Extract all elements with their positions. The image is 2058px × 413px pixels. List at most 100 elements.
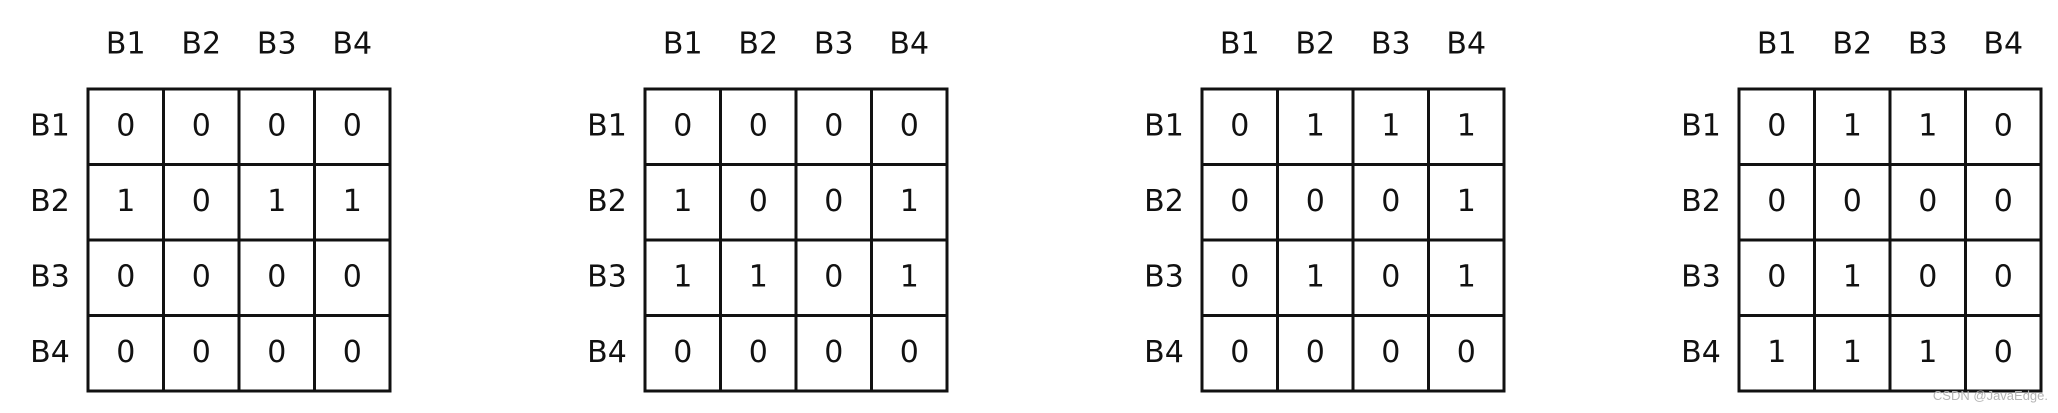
- matrix-cell-value: 0: [900, 108, 919, 143]
- column-header: B4: [1446, 27, 1486, 62]
- row-header: B2: [587, 184, 627, 219]
- matrix-cell-value: 0: [192, 259, 211, 294]
- matrix-cell-value: 0: [1381, 335, 1400, 370]
- matrix-cell-value: 1: [1843, 108, 1862, 143]
- column-header: B3: [1371, 27, 1411, 62]
- matrix-cell-value: 0: [267, 108, 286, 143]
- matrix-cell-value: 1: [116, 184, 135, 219]
- matrix-cell-value: 0: [267, 259, 286, 294]
- column-header: B3: [814, 27, 854, 62]
- matrix-cell-value: 0: [824, 335, 843, 370]
- matrix-cell-value: 1: [900, 259, 919, 294]
- row-header: B4: [587, 335, 627, 370]
- row-header: B4: [1144, 335, 1184, 370]
- matrix-cell-value: 0: [1230, 184, 1249, 219]
- matrix-cell-value: 0: [673, 108, 692, 143]
- matrix-cell-border: [870, 314, 949, 393]
- column-header: B3: [257, 27, 297, 62]
- matrix-cell-value: 0: [1918, 259, 1937, 294]
- matrix-cell-value: 1: [1381, 108, 1400, 143]
- matrix-cell-value: 0: [1306, 335, 1325, 370]
- matrix-cell-value: 0: [900, 335, 919, 370]
- matrix-cell-value: 0: [1230, 259, 1249, 294]
- column-header: B2: [1832, 27, 1872, 62]
- matrix-cell-value: 0: [1230, 108, 1249, 143]
- row-header: B1: [587, 108, 627, 143]
- row-header: B2: [30, 184, 70, 219]
- matrix-cell-value: 0: [192, 335, 211, 370]
- matrix-cell-value: 0: [343, 108, 362, 143]
- matrix-cell-value: 0: [1994, 259, 2013, 294]
- column-header: B1: [1757, 27, 1797, 62]
- matrix-cell-value: 1: [1918, 108, 1937, 143]
- row-header: B3: [1144, 259, 1184, 294]
- matrix-cell-value: 0: [343, 335, 362, 370]
- matrix-cell-value: 1: [673, 259, 692, 294]
- matrix-cell-border: [1427, 314, 1506, 393]
- matrix-cell-value: 0: [1457, 335, 1476, 370]
- matrix-cell-value: 0: [824, 259, 843, 294]
- row-header: B4: [30, 335, 70, 370]
- column-header: B4: [332, 27, 372, 62]
- matrix-cell-value: 0: [1843, 184, 1862, 219]
- matrix-cell-value: 0: [1994, 108, 2013, 143]
- matrix-cell-value: 0: [1306, 184, 1325, 219]
- matrix-cell-value: 0: [267, 335, 286, 370]
- row-header: B3: [30, 259, 70, 294]
- row-header: B2: [1681, 184, 1721, 219]
- matrix-cell-value: 1: [343, 184, 362, 219]
- column-header: B2: [181, 27, 221, 62]
- matrix-cell-value: 0: [824, 184, 843, 219]
- matrix-cell-value: 1: [1457, 259, 1476, 294]
- matrix-cell-border: [313, 314, 392, 393]
- matrix-cell-border: [1964, 314, 2043, 393]
- matrix-cell-value: 0: [749, 184, 768, 219]
- matrix-cell-value: 0: [343, 259, 362, 294]
- matrix-cell-value: 1: [1457, 184, 1476, 219]
- matrix-cell-value: 0: [1918, 184, 1937, 219]
- row-header: B1: [1681, 108, 1721, 143]
- matrix-cell-value: 1: [1843, 335, 1862, 370]
- row-header: B3: [1681, 259, 1721, 294]
- watermark-text: CSDN @JavaEdge.: [1932, 388, 2048, 403]
- column-header: B2: [1295, 27, 1335, 62]
- row-header: B2: [1144, 184, 1184, 219]
- matrix-cell-value: 0: [1994, 184, 2013, 219]
- row-header: B4: [1681, 335, 1721, 370]
- matrix-cell-value: 1: [1306, 259, 1325, 294]
- matrix-cell-value: 0: [116, 259, 135, 294]
- matrix-cell-value: 0: [116, 108, 135, 143]
- column-header: B1: [663, 27, 703, 62]
- matrix-cell-value: 0: [673, 335, 692, 370]
- matrix-cell-value: 0: [1767, 259, 1786, 294]
- matrix-cell-value: 0: [1381, 184, 1400, 219]
- row-header: B1: [1144, 108, 1184, 143]
- column-header: B2: [738, 27, 778, 62]
- matrix-cell-value: 1: [1457, 108, 1476, 143]
- matrix-cell-value: 0: [824, 108, 843, 143]
- matrix-cell-value: 0: [116, 335, 135, 370]
- matrix-cell-value: 1: [749, 259, 768, 294]
- matrix-cell-value: 1: [267, 184, 286, 219]
- matrix-cell-value: 1: [1767, 335, 1786, 370]
- matrix-cell-value: 0: [1767, 108, 1786, 143]
- matrix-cell-value: 0: [1994, 335, 2013, 370]
- matrix-cell-value: 1: [1918, 335, 1937, 370]
- column-header: B1: [1220, 27, 1260, 62]
- matrix-cell-value: 0: [1381, 259, 1400, 294]
- matrix-cell-value: 0: [749, 108, 768, 143]
- matrix-cell-value: 0: [1230, 335, 1249, 370]
- matrix-cell-value: 1: [1843, 259, 1862, 294]
- matrix-cell-value: 0: [192, 108, 211, 143]
- row-header: B3: [587, 259, 627, 294]
- column-header: B4: [1983, 27, 2023, 62]
- row-header: B1: [30, 108, 70, 143]
- column-header: B3: [1908, 27, 1948, 62]
- matrix-cell-value: 1: [900, 184, 919, 219]
- matrix-cell-value: 1: [673, 184, 692, 219]
